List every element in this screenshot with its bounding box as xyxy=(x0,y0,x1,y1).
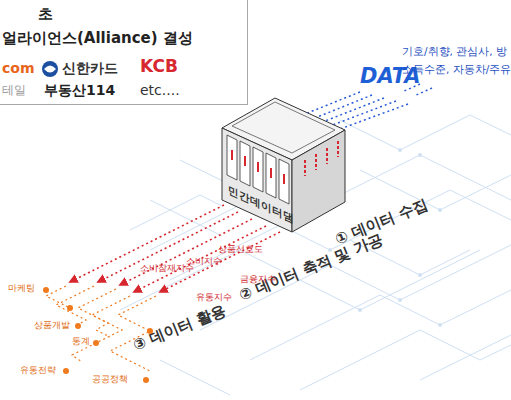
partner-logo: com xyxy=(2,60,35,76)
etc-note: etc.... xyxy=(140,82,180,98)
index-label: 소비잠재지수 xyxy=(140,263,194,273)
index-label: 상품선호도 xyxy=(218,244,263,254)
partner-logo: 신한카드 xyxy=(62,60,118,76)
data-category: 기호/취향, 관심사, 방 xyxy=(402,45,507,57)
usage-label: 유통전략 xyxy=(20,365,56,375)
circuit-lines xyxy=(120,115,511,395)
rack-lights xyxy=(232,141,338,184)
step-label: ③ 데이터 활용 xyxy=(131,302,228,355)
partner-logo: KCB xyxy=(140,57,178,77)
usage-label: 통계 xyxy=(72,336,90,346)
data-category: 소득수준, 자동차/주유 xyxy=(402,63,511,75)
alliance-box: 초얼라이언스(Alliance) 결성 com 신한카드 KCB 테일 부동산114 etc… xyxy=(0,0,248,105)
data-dam-server xyxy=(222,98,345,232)
step-label: ② 데이터 축적 및 가공 xyxy=(237,231,386,305)
usage-label: 마케팅 xyxy=(8,283,35,293)
index-label: 금융지수 xyxy=(240,274,276,284)
partner-logo: 테일 xyxy=(2,84,26,98)
output-arrows xyxy=(70,205,280,292)
usage-label: 상품개발 xyxy=(34,320,70,330)
partner-logo: 부동산114 xyxy=(44,82,115,98)
heading-fragment: 초 xyxy=(38,6,53,23)
index-label: 유통지수 xyxy=(196,292,232,302)
usage-label: 공공정책 xyxy=(92,374,128,384)
alliance-heading: 얼라이언스(Alliance) 결성 xyxy=(2,30,193,47)
